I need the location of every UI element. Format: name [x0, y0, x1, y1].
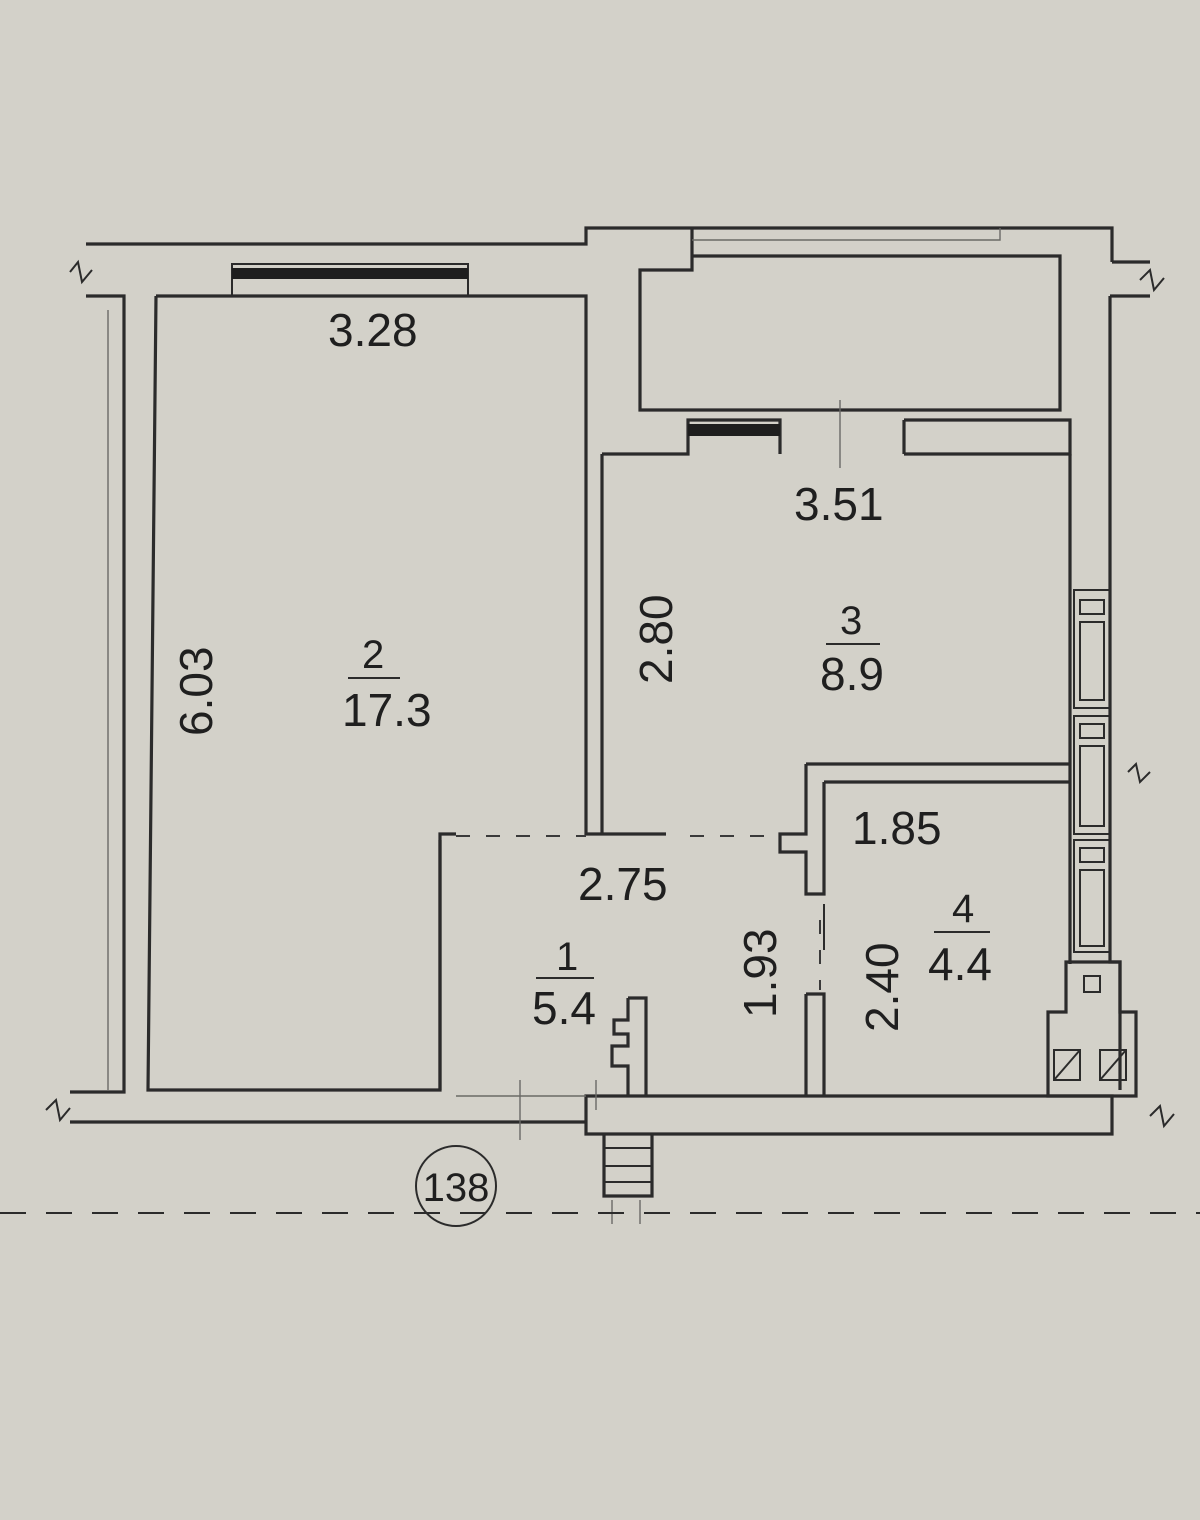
room-2-area: 17.3: [342, 684, 432, 736]
room-3-number: 3: [840, 599, 862, 643]
dim-hall-width: 2.75: [578, 858, 668, 910]
room-3-area: 8.9: [820, 648, 884, 700]
room-1-label: 1 5.4: [532, 935, 596, 1034]
apartment-number: 138: [423, 1166, 490, 1210]
dim-room2-length: 6.03: [170, 646, 222, 736]
apartment-tag: 138: [415, 1145, 497, 1227]
loggia-outline: [638, 228, 1062, 468]
room-1-area: 5.4: [532, 982, 596, 1034]
dim-room4-width: 1.85: [852, 802, 942, 854]
dim-room3-length: 2.80: [630, 594, 682, 684]
window-room-2: [232, 268, 468, 279]
room-1-outline: [438, 840, 654, 1224]
room-4-number: 4: [952, 887, 974, 931]
room-3-label: 3 8.9: [820, 599, 884, 700]
room-4-area: 4.4: [928, 938, 992, 990]
room-3-outline: [600, 418, 1072, 964]
window-room-3: [688, 424, 780, 436]
dim-room4-length: 2.40: [856, 942, 908, 1032]
room-2-label: 2 17.3: [342, 633, 432, 736]
room-2-number: 2: [362, 633, 384, 677]
room-4-outline: [804, 589, 1138, 1098]
dim-hall-length: 1.93: [734, 928, 786, 1018]
room-1-number: 1: [556, 935, 578, 979]
room-4-label: 4 4.4: [928, 887, 992, 990]
dim-room3-width: 3.51: [794, 478, 884, 530]
dim-room2-width: 3.28: [328, 304, 418, 356]
